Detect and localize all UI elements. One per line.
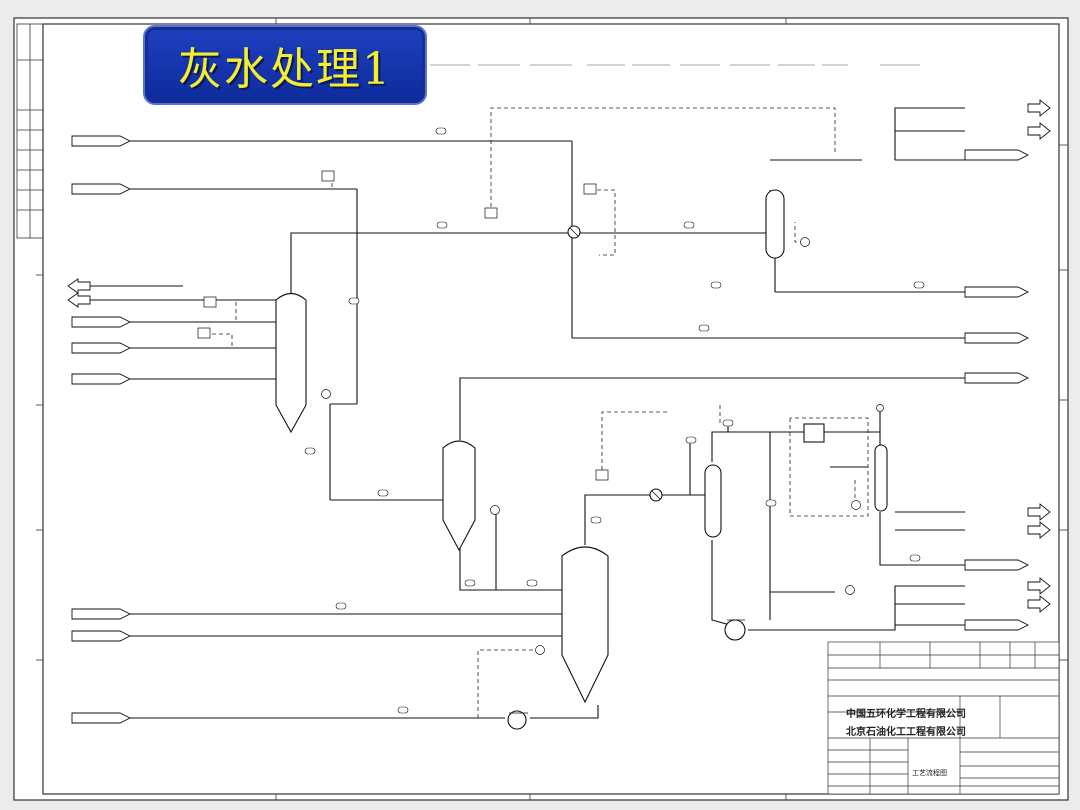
flash-column-1 — [275, 292, 307, 434]
flash-drum-2 — [442, 440, 476, 552]
company-name-2: 北京石油化工工程有限公司 — [846, 727, 966, 738]
line-tags — [304, 127, 925, 714]
title-block — [827, 641, 1060, 795]
settler-tank — [561, 546, 609, 704]
condensate-pump — [724, 619, 746, 641]
revision-block — [16, 23, 44, 239]
signal-lines — [205, 107, 869, 718]
equipment-details — [509, 227, 745, 714]
vacuum-flash-drum — [704, 464, 722, 538]
page-title: 灰水处理1 — [178, 44, 392, 95]
overhead-separator — [765, 189, 785, 259]
company-name-1: 中国五环化学工程有限公司 — [846, 709, 966, 720]
page-title-banner: 灰水处理1 — [143, 25, 427, 105]
settler-feed-pump — [507, 710, 527, 730]
equipment — [275, 189, 888, 730]
drawing-name: 工艺流程图 — [912, 770, 947, 777]
flow-arrows — [67, 99, 1051, 724]
frame-ticks — [36, 18, 1068, 800]
vacuum-pump-box — [803, 423, 825, 443]
process-lines — [80, 107, 965, 719]
instruments — [197, 170, 884, 655]
vacuum-separator — [874, 444, 888, 512]
drawing-frame — [42, 23, 1060, 795]
